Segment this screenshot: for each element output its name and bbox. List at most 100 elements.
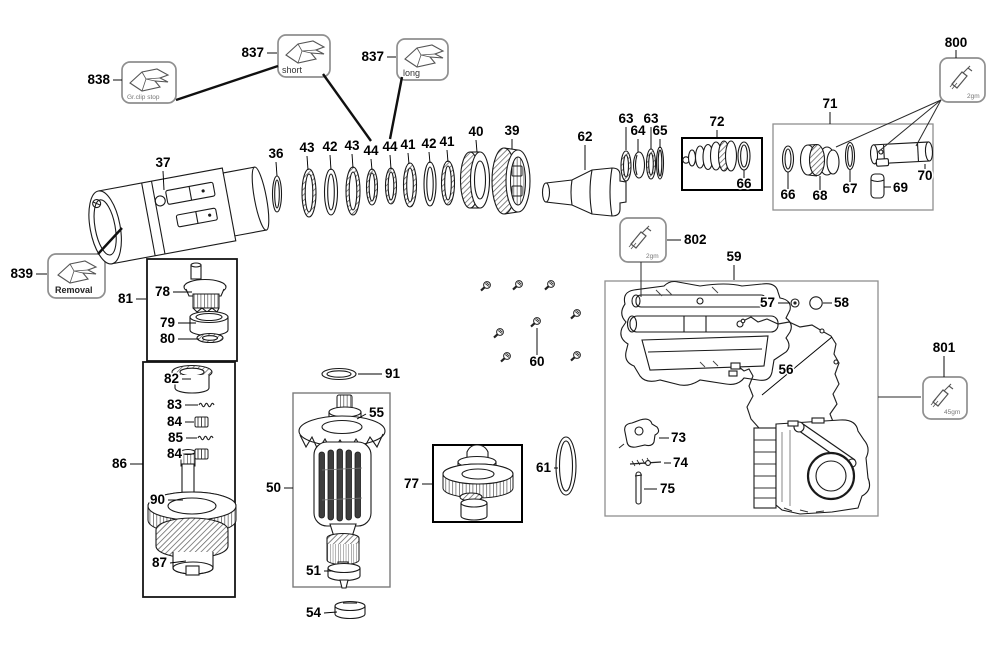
connector-line	[388, 76, 404, 140]
part-pin-75	[634, 471, 643, 505]
washer-41	[402, 162, 418, 208]
part-label-43: 43	[299, 140, 315, 155]
leader-line	[356, 413, 367, 420]
part-label-800: 800	[945, 35, 968, 50]
part-label-59: 59	[726, 249, 741, 264]
washer-42	[323, 168, 339, 216]
washer-64	[632, 151, 646, 179]
part-label-80: 80	[160, 331, 175, 346]
leader-line	[428, 151, 431, 164]
part-label-68: 68	[812, 188, 828, 203]
part-spindle-62	[541, 167, 627, 217]
part-spring-83	[198, 402, 215, 408]
part-cylinder-84	[194, 416, 209, 428]
thin-line	[915, 99, 942, 147]
part-label-90: 90	[150, 492, 165, 507]
part-label-40: 40	[468, 124, 483, 139]
leader-line	[389, 154, 392, 170]
part-label-81: 81	[118, 291, 134, 306]
gear-case-casting	[620, 280, 792, 386]
leader-line	[169, 560, 187, 564]
part-label-73: 73	[671, 430, 687, 445]
part-label-61: 61	[536, 460, 552, 475]
part-label-839: 839	[10, 266, 33, 281]
part-ring-80	[196, 332, 224, 344]
grease-amount: 2gm	[646, 253, 659, 260]
part-label-837: 837	[241, 45, 264, 60]
part-bearing-51	[327, 562, 361, 589]
washer-36	[271, 175, 283, 213]
part-label-70: 70	[917, 168, 932, 183]
part-label-85: 85	[168, 430, 184, 445]
part-label-66: 66	[780, 187, 796, 202]
part-gear-39	[491, 147, 531, 215]
part-label-66: 66	[736, 176, 752, 191]
part-ring-66	[781, 145, 795, 173]
part-cap-54	[334, 600, 366, 620]
leader-line	[329, 154, 332, 171]
part-label-58: 58	[834, 295, 850, 310]
washer-row	[271, 160, 456, 218]
part-label-44: 44	[382, 139, 398, 154]
part-label-42: 42	[421, 136, 436, 151]
part-ring-40	[459, 151, 491, 209]
part-label-60: 60	[529, 354, 544, 369]
part-label-802: 802	[684, 232, 707, 247]
grease-amount: 2gm	[967, 93, 980, 100]
part-bearing-82	[171, 364, 213, 394]
part-label-37: 37	[155, 155, 170, 170]
washer-41	[440, 160, 456, 206]
grease-note-box-800: 2gm	[939, 57, 986, 103]
leader-line	[323, 611, 338, 614]
assembly-box-71	[772, 123, 934, 211]
armature-commutator	[326, 532, 360, 565]
part-label-55: 55	[369, 405, 385, 420]
part-label-56: 56	[778, 362, 794, 377]
leader-line	[275, 161, 278, 177]
part-ring-66	[737, 141, 751, 171]
clip-note-box-839: Removal	[47, 253, 106, 299]
part-label-74: 74	[673, 455, 689, 470]
part-ring-79	[189, 310, 229, 337]
part-ring-58	[809, 296, 823, 310]
part-label-84: 84	[167, 414, 183, 429]
part-label-78: 78	[155, 284, 171, 299]
part-label-62: 62	[577, 129, 592, 144]
part-label-43: 43	[344, 138, 360, 153]
short-note: short	[282, 65, 303, 75]
part-barrel-37	[88, 166, 270, 265]
part-ring-67	[844, 141, 856, 171]
removal-note: Removal	[55, 285, 93, 295]
part-label-837: 837	[361, 49, 384, 64]
part-label-91: 91	[385, 366, 401, 381]
leader-line	[162, 170, 165, 191]
leader-line	[475, 139, 478, 153]
part-label-36: 36	[268, 146, 284, 161]
leader-line	[761, 336, 833, 396]
part-label-86: 86	[112, 456, 128, 471]
part-ring-91	[321, 367, 357, 381]
part-label-84: 84	[167, 446, 183, 461]
leader-line	[351, 153, 354, 169]
part-label-77: 77	[404, 476, 419, 491]
clip-stop-note: Gr.clip stop	[127, 94, 160, 101]
connector-line	[322, 73, 372, 142]
motor-housing-casting	[753, 417, 871, 515]
clip-note-box-838: Gr.clip stop	[121, 61, 177, 104]
part-label-83: 83	[167, 397, 183, 412]
part-label-57: 57	[760, 295, 775, 310]
assembly-box-81	[146, 258, 238, 362]
clip-note-box-837-long: long	[396, 38, 449, 81]
thin-line	[835, 99, 942, 148]
grease-amount: 45gm	[944, 409, 960, 416]
part-pin-69	[870, 173, 885, 199]
assembly-box-86	[142, 361, 237, 598]
part-label-71: 71	[822, 96, 838, 111]
part-label-75: 75	[660, 481, 676, 496]
part-label-54: 54	[306, 605, 322, 620]
washer-44	[365, 168, 379, 206]
leader-line	[306, 155, 309, 171]
thin-line	[877, 99, 942, 153]
